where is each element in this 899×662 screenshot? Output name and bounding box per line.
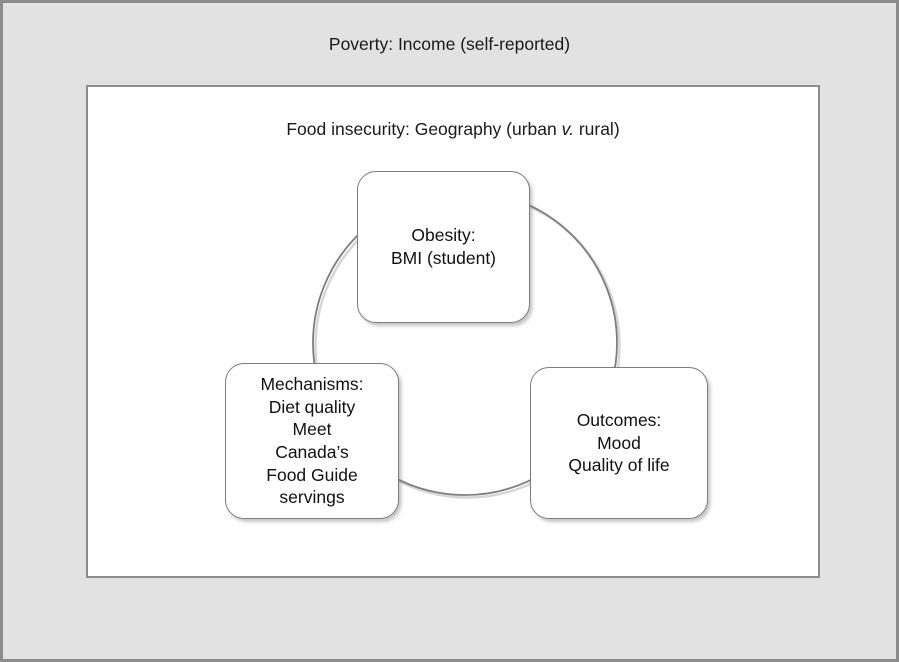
- obesity-node-label: Obesity: BMI (student): [390, 225, 497, 268]
- mechanisms-node[interactable]: Mechanisms: Diet quality Meet Canada’s F…: [225, 363, 399, 519]
- inner-context-label-prefix: Food insecurity: Geography (urban: [286, 119, 562, 139]
- connecting-ring: [312, 190, 621, 499]
- obesity-node[interactable]: Obesity: BMI (student): [357, 171, 530, 323]
- outcomes-node-label: Outcomes: Mood Quality of life: [568, 410, 670, 476]
- inner-context-label-suffix: rural): [573, 119, 620, 139]
- inner-context-label: Food insecurity: Geography (urban v. rur…: [88, 119, 818, 140]
- mechanisms-node-label: Mechanisms: Diet quality Meet Canada’s F…: [260, 374, 364, 508]
- outcomes-node[interactable]: Outcomes: Mood Quality of life: [530, 367, 708, 519]
- inner-panel: Food insecurity: Geography (urban v. rur…: [86, 85, 820, 578]
- inner-context-label-italic: v.: [561, 119, 574, 139]
- outer-context-label: Poverty: Income (self-reported): [328, 34, 571, 54]
